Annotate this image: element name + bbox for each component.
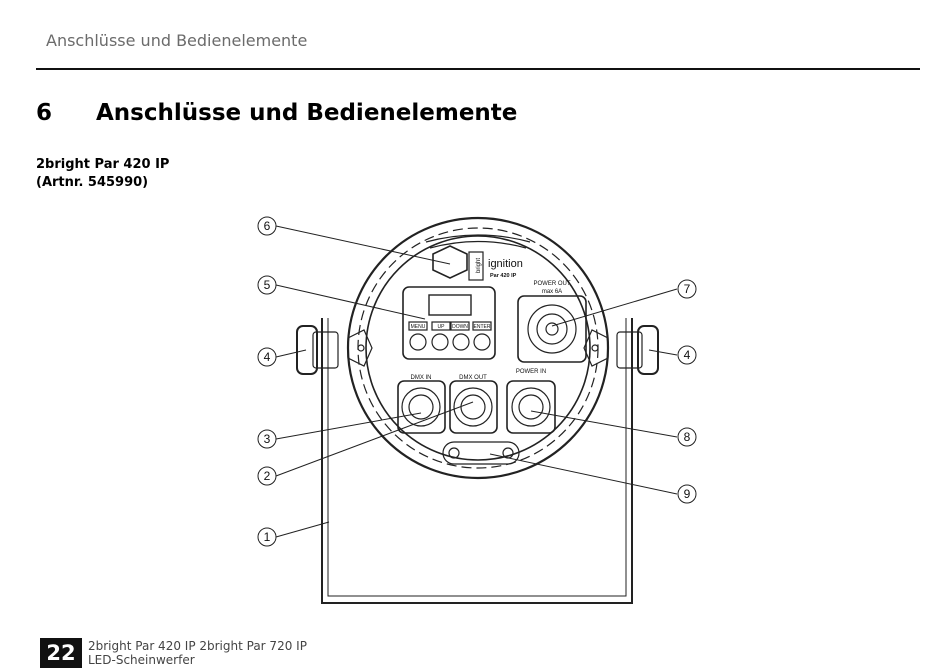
- side-logo: bright: [476, 258, 482, 273]
- chapter-title: Anschlüsse und Bedienelemente: [96, 100, 518, 126]
- power-out-socket: [517, 295, 587, 363]
- button-up: [431, 333, 449, 351]
- callout-7: [677, 279, 697, 299]
- bottom-handle: [442, 441, 520, 465]
- callout-text-4-right: 4: [684, 348, 691, 362]
- callout-8: [677, 427, 697, 447]
- footer-product-type: LED-Scheinwerfer: [88, 653, 195, 667]
- label-dmx-out: DMX OUT: [459, 375, 487, 381]
- callout-9: [677, 484, 697, 504]
- device-diagram: ignition Par 420 IP bright MENU UP DOWN …: [257, 216, 697, 604]
- page-number: 22: [40, 638, 82, 668]
- button-menu: [409, 333, 427, 351]
- chapter-number: 6: [36, 100, 53, 126]
- housing-inner-ring: [365, 235, 591, 461]
- dmx-out-socket: [449, 380, 498, 434]
- product-article-number: (Artnr. 545990): [36, 175, 149, 190]
- pressure-valve: [432, 245, 468, 279]
- callout-4-right: [677, 345, 697, 365]
- control-panel: [402, 286, 496, 360]
- bracket-knob-left: [296, 325, 318, 375]
- button-label-up: UP: [438, 324, 446, 330]
- brand-name: ignition: [488, 258, 523, 270]
- callout-text-3: 3: [264, 432, 271, 446]
- callout-6: [257, 216, 277, 236]
- label-power-out-rating: max 6A: [542, 289, 562, 295]
- housing-outer-ring: [346, 216, 610, 480]
- callout-text-8: 8: [684, 430, 691, 444]
- mounting-bracket: [321, 318, 633, 604]
- callout-text-2: 2: [264, 469, 271, 483]
- button-down: [452, 333, 470, 351]
- callout-1: [257, 527, 277, 547]
- header-rule: [36, 68, 920, 70]
- callout-text-9: 9: [684, 487, 691, 501]
- label-dmx-in: DMX IN: [411, 375, 432, 381]
- power-in-socket: [506, 380, 556, 434]
- callout-text-6: 6: [264, 219, 271, 233]
- product-heading: 2bright Par 420 IP (Artnr. 545990): [36, 156, 169, 192]
- footer-text: 2bright Par 420 IP 2bright Par 720 IP LE…: [88, 639, 307, 667]
- bracket-knob-right: [637, 325, 659, 375]
- footer-product-line: 2bright Par 420 IP 2bright Par 720 IP: [88, 639, 307, 653]
- button-label-enter: ENTER: [474, 324, 491, 330]
- product-name: 2bright Par 420 IP: [36, 157, 170, 172]
- callout-3: [257, 429, 277, 449]
- display-screen: [428, 294, 472, 316]
- button-enter: [473, 333, 491, 351]
- dmx-in-socket: [397, 380, 446, 434]
- button-label-menu: MENU: [411, 324, 426, 330]
- callout-text-5: 5: [264, 278, 271, 292]
- callout-text-7: 7: [684, 282, 691, 296]
- button-label-down: DOWN: [452, 324, 468, 330]
- callout-2: [257, 466, 277, 486]
- callout-5: [257, 275, 277, 295]
- running-head: Anschlüsse und Bedienelemente: [46, 31, 308, 50]
- callout-4-left: [257, 347, 277, 367]
- label-power-in: POWER IN: [516, 369, 546, 375]
- label-power-out: POWER OUT: [534, 281, 571, 287]
- callout-text-4-left: 4: [264, 350, 271, 364]
- brand-model: Par 420 IP: [490, 273, 517, 279]
- callout-text-1: 1: [264, 530, 271, 544]
- brand-logo-box: [468, 251, 484, 281]
